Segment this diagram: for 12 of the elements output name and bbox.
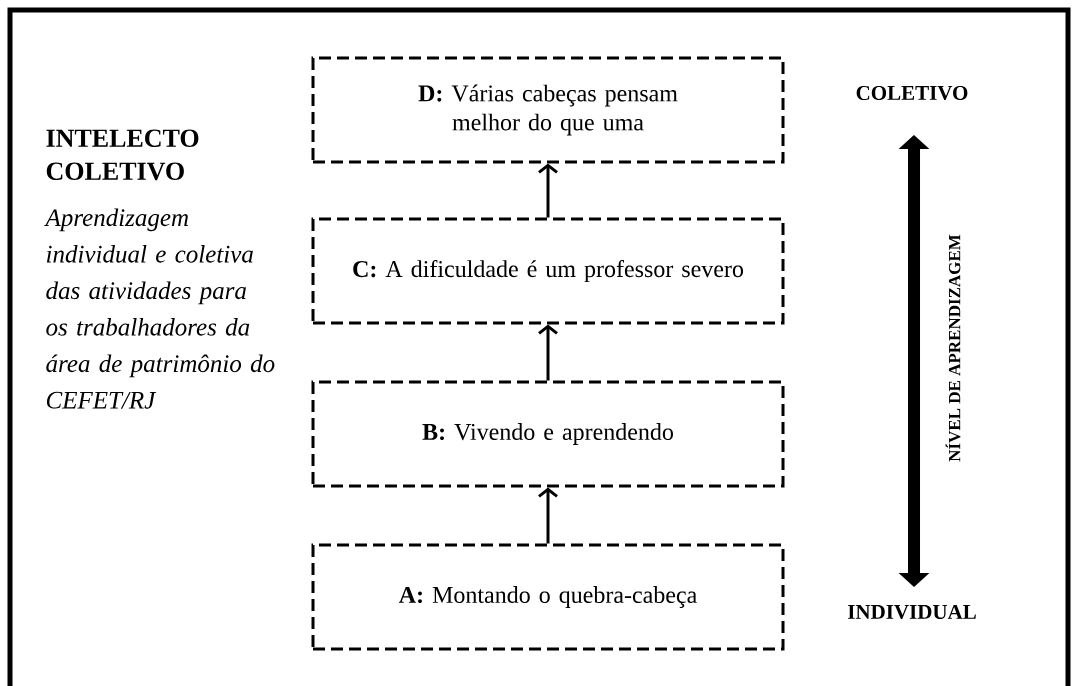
stage-box: D: Várias cabeças pensam melhor do que uma <box>311 56 785 164</box>
heading: INTELECTO COLETIVO <box>46 129 199 181</box>
scale-label: COLETIVO <box>856 85 968 101</box>
scale-label: INDIVIDUAL <box>847 604 976 620</box>
arrow <box>538 487 558 544</box>
axis-label: NÍVEL DE APRENDIZAGEM <box>945 234 961 462</box>
stage-box: A: Montando o quebra-cabeça <box>311 543 785 651</box>
description: Aprendizagem individual e coletiva das atividades para os trabalhadores da área de patrimônio do CEFET/RJ <box>44 208 275 409</box>
stage-box: B: Vivendo e aprendendo <box>311 380 785 488</box>
arrow <box>538 324 558 381</box>
arrow <box>538 163 558 218</box>
stage-box: C: A dificuldade é um professor severo <box>311 217 785 325</box>
